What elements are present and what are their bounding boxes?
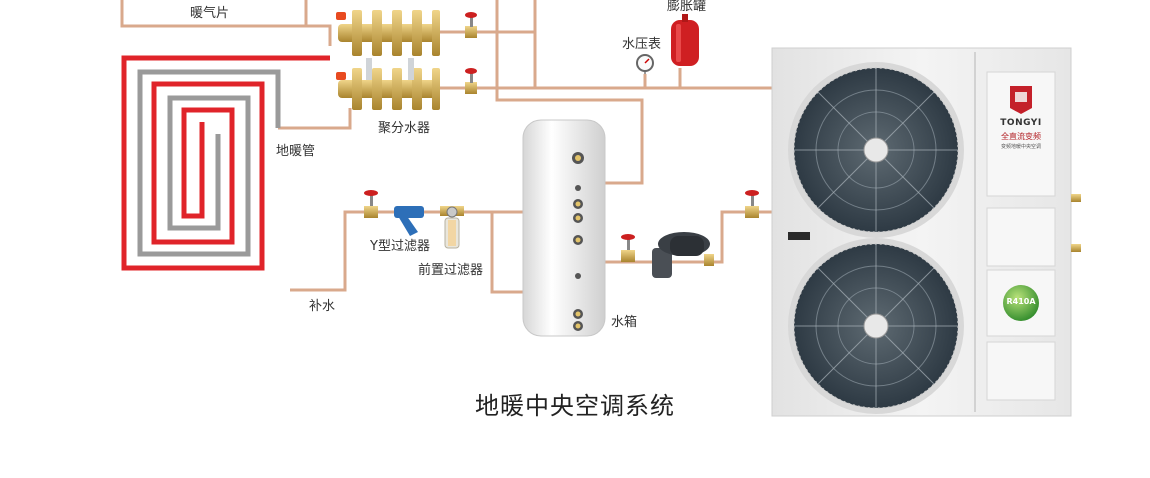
- label-pressure-gauge: 水压表: [622, 37, 662, 52]
- valve-supply: [364, 190, 378, 218]
- r410a-badge: [1003, 285, 1039, 321]
- circulation-pump: [652, 232, 714, 278]
- diagram-title: 地暖中央空调系统: [475, 392, 675, 420]
- fan-lower: [788, 238, 964, 414]
- valve-unit-inlet: [745, 190, 759, 218]
- pre-filter: [440, 206, 464, 249]
- brand-subtitle: 变频地暖中央空调: [1000, 144, 1041, 150]
- floor-heating-coil: [121, 55, 330, 271]
- label-manifold: 聚分水器: [378, 121, 431, 136]
- label-radiator: 暖气片: [190, 6, 230, 21]
- brand-name: TONGYI: [1000, 118, 1042, 128]
- expansion-tank: [671, 14, 699, 66]
- pressure-gauge: [636, 54, 654, 74]
- water-tank: [522, 119, 606, 337]
- label-expansion-tank: 膨胀罐: [667, 0, 707, 14]
- heat-pump-unit: [771, 47, 1081, 417]
- manifold: [336, 10, 440, 110]
- y-filter: [394, 206, 424, 236]
- brand-slogan: 全直流变频: [1001, 132, 1041, 141]
- valve-tank-outlet: [621, 234, 635, 262]
- radiator: [120, 0, 308, 28]
- r410a-label: R410A: [1006, 297, 1036, 306]
- label-y-filter: Y型过滤器: [370, 239, 430, 254]
- fan-upper: [788, 62, 964, 238]
- label-water-tank: 水箱: [611, 315, 638, 330]
- label-water-supply: 补水: [309, 299, 336, 314]
- label-pre-filter: 前置过滤器: [418, 263, 484, 278]
- valve-manifold-top: [465, 12, 477, 38]
- valve-manifold-bottom: [465, 68, 477, 94]
- tongyi-logo: [1010, 86, 1032, 114]
- label-floor-heating-pipe: 地暖管: [276, 144, 316, 159]
